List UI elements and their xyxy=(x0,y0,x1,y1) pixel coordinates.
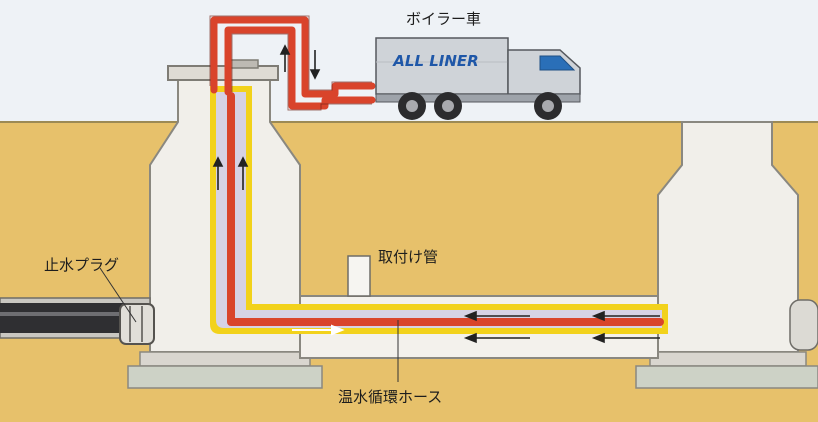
truck-wheel xyxy=(398,92,426,120)
shaft-flow-arrows xyxy=(212,156,249,190)
truck-wheel xyxy=(534,92,562,120)
truck-box xyxy=(375,37,509,95)
mounting-pipe xyxy=(347,255,371,297)
boiler-truck-label: ボイラー車 xyxy=(406,10,482,28)
leader-lines xyxy=(99,267,399,382)
boiler-truck: ALL LINER xyxy=(375,37,581,120)
stop-plug xyxy=(119,303,155,345)
right-pipe xyxy=(789,299,818,351)
liner-outline xyxy=(210,86,668,334)
left-pipe xyxy=(0,297,151,339)
pipe-flow-arrows xyxy=(292,310,660,344)
truck-window xyxy=(539,55,576,71)
stop-plug-label: 止水プラグ xyxy=(44,256,120,274)
mounting-pipe-label: 取付け管 xyxy=(378,248,439,266)
liner xyxy=(210,86,668,334)
hot-water-hose-label: 温水循環ホース xyxy=(338,388,443,406)
flow-arrow-up xyxy=(279,44,291,72)
flow-arrow-down xyxy=(309,50,321,80)
truck-logo: ALL LINER xyxy=(392,52,478,70)
truck-wheel xyxy=(434,92,462,120)
right-manhole xyxy=(635,121,818,389)
hot-water-hose xyxy=(210,16,664,326)
